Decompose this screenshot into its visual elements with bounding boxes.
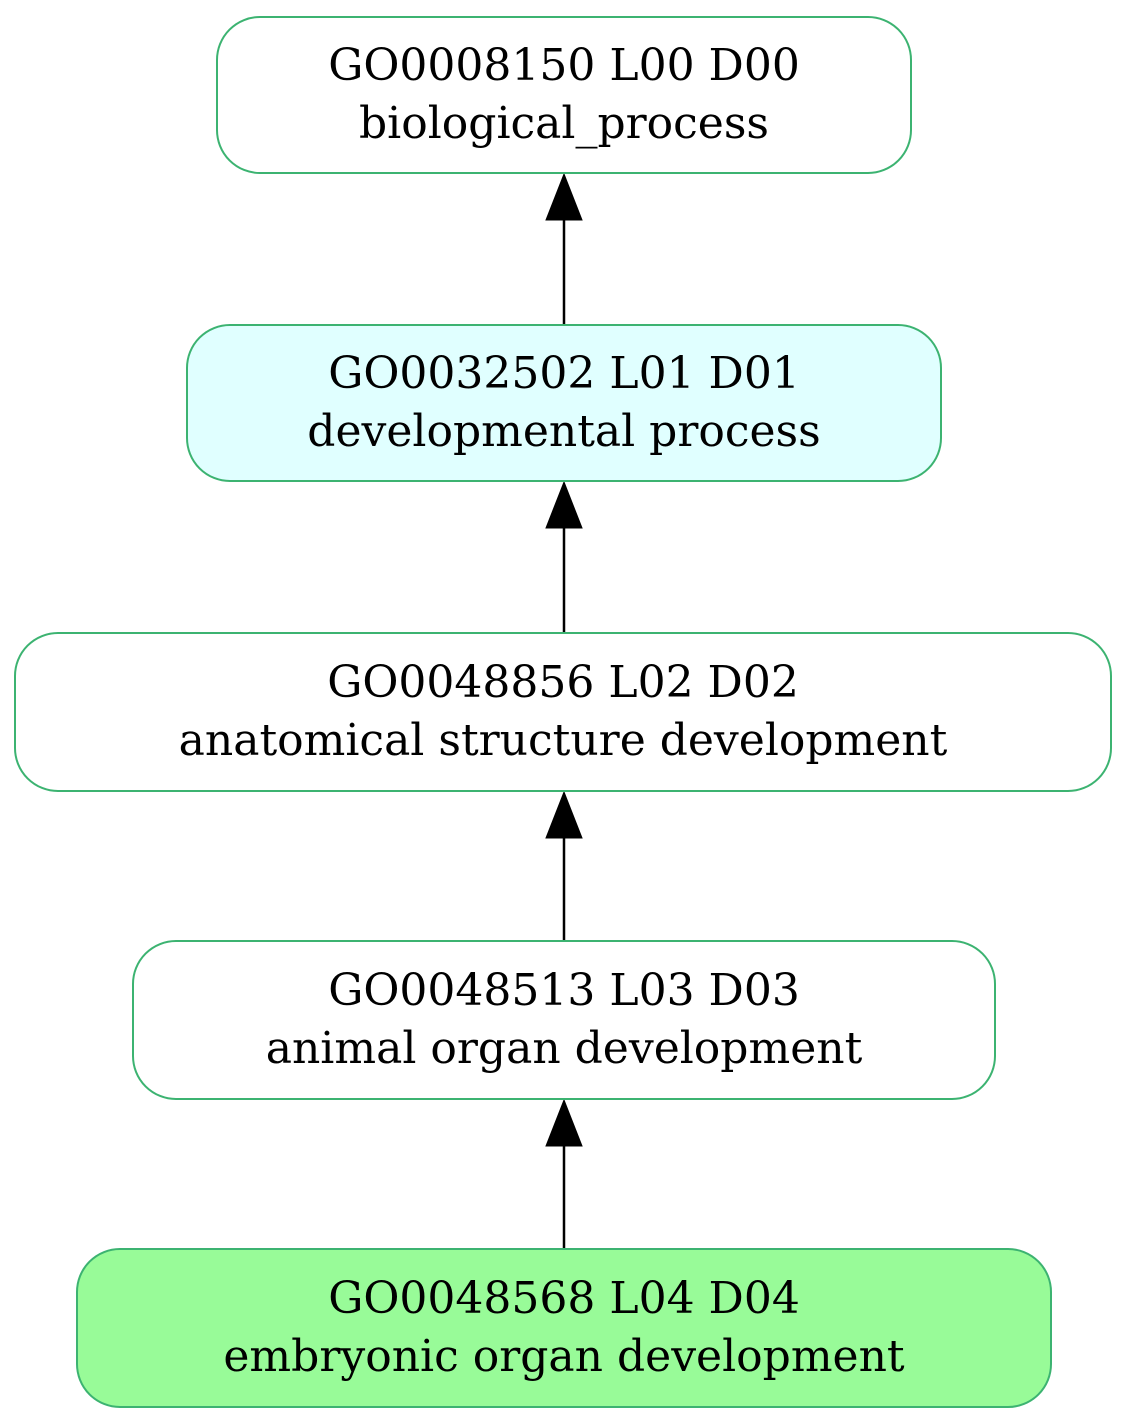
node-name-line: developmental process bbox=[307, 406, 821, 457]
node-name-line: animal organ development bbox=[265, 1023, 863, 1074]
edge-n3-to-n2 bbox=[545, 790, 583, 940]
edge-n2-to-n1 bbox=[545, 480, 583, 632]
node-go0048513: GO0048513 L03 D03 animal organ developme… bbox=[132, 940, 996, 1100]
edge-n1-to-n0 bbox=[545, 172, 583, 324]
node-name-line: biological_process bbox=[358, 98, 769, 149]
arrowhead-icon bbox=[545, 480, 583, 529]
node-go0048856: GO0048856 L02 D02 anatomical structure d… bbox=[14, 632, 1112, 792]
node-id-line: GO0048513 L03 D03 bbox=[328, 965, 800, 1016]
node-name-line: embryonic organ development bbox=[223, 1331, 905, 1382]
node-go0048568: GO0048568 L04 D04 embryonic organ develo… bbox=[76, 1248, 1052, 1408]
node-id-line: GO0032502 L01 D01 bbox=[328, 348, 800, 399]
arrowhead-icon bbox=[545, 1098, 583, 1147]
arrowhead-icon bbox=[545, 790, 583, 839]
node-name-line: anatomical structure development bbox=[178, 715, 948, 766]
node-id-line: GO0008150 L00 D00 bbox=[328, 40, 800, 91]
edge-n4-to-n3 bbox=[545, 1098, 583, 1248]
node-id-line: GO0048856 L02 D02 bbox=[327, 657, 799, 708]
node-id-line: GO0048568 L04 D04 bbox=[328, 1273, 800, 1324]
node-go0008150: GO0008150 L00 D00 biological_process bbox=[216, 16, 912, 174]
arrowhead-icon bbox=[545, 172, 583, 221]
node-go0032502: GO0032502 L01 D01 developmental process bbox=[186, 324, 942, 482]
